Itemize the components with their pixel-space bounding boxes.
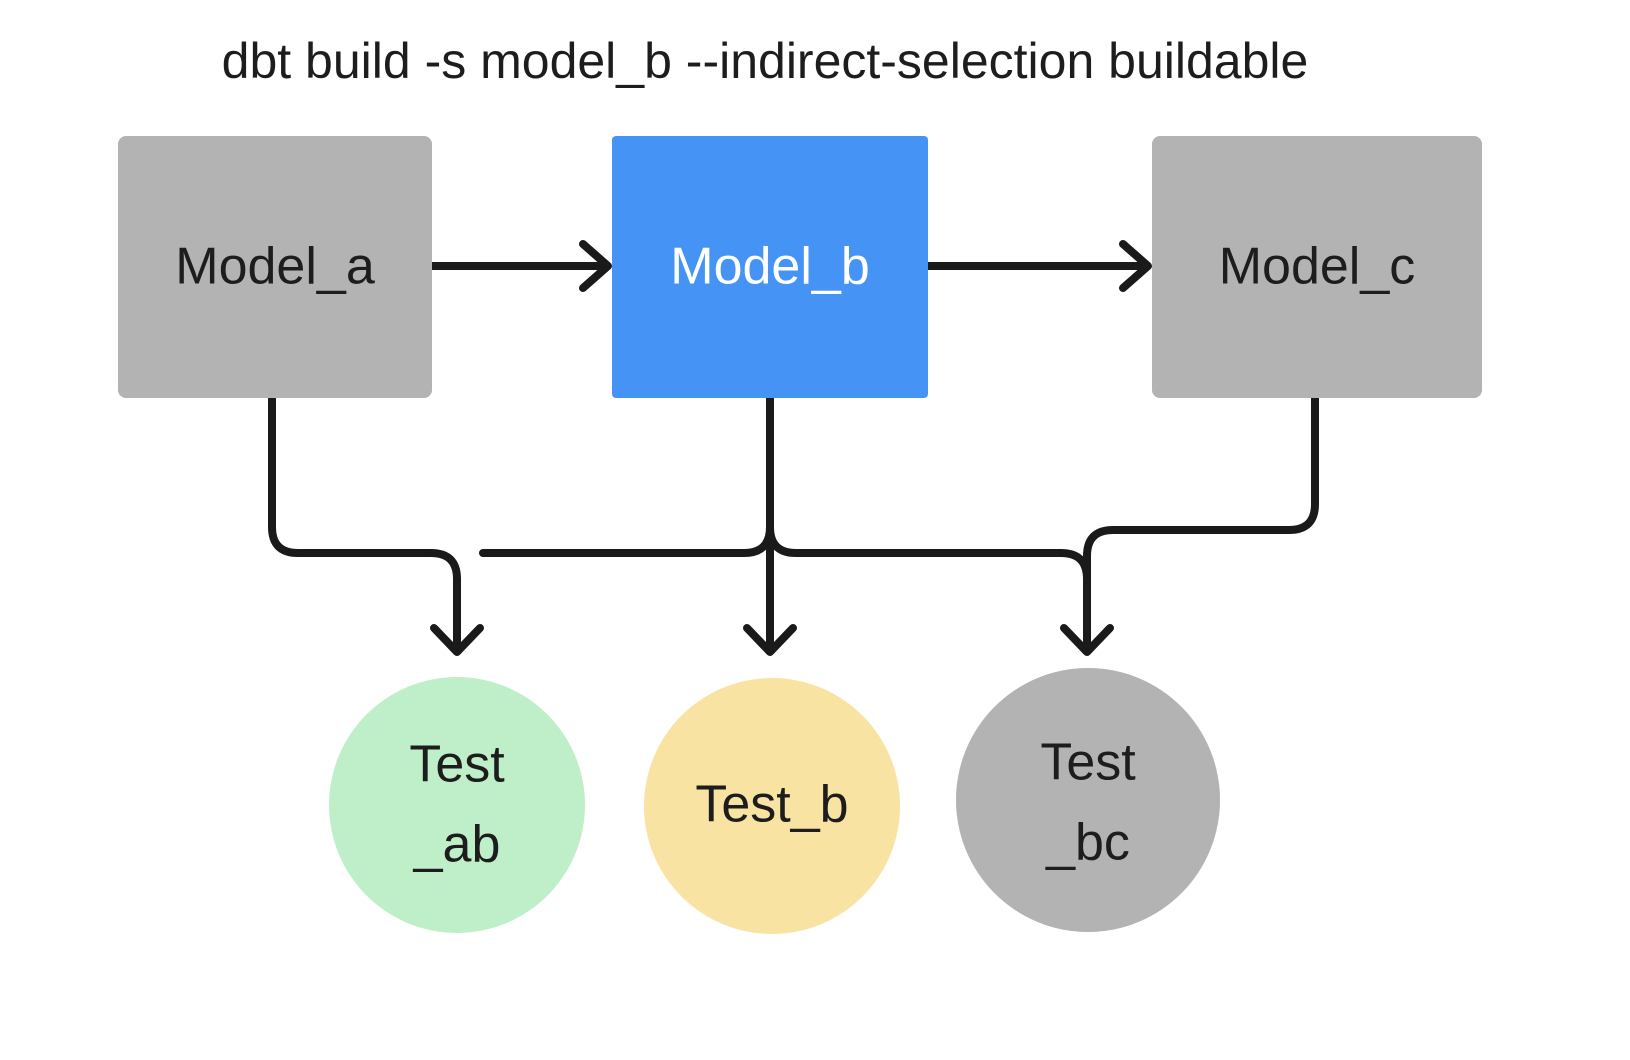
arrowhead-model-b [579,240,612,292]
node-model-c-label: Model_c [1219,238,1416,296]
edge-model-c-to-test-bc [1083,394,1319,654]
edge-group [268,240,1319,656]
node-test-bc-shape[interactable] [956,668,1220,932]
node-test-b[interactable]: Test_b [644,678,900,934]
edge-model-a-to-test-ab [268,394,461,654]
node-model-c[interactable]: Model_c [1152,136,1482,398]
arrowhead-test-b [743,624,797,656]
model-nodes: Model_a Model_b Model_c [118,136,1482,398]
node-model-a-label: Model_a [175,238,375,296]
arrowhead-model-c [1119,240,1152,292]
node-model-b-shape[interactable] [612,136,928,398]
node-test-ab-label-line1: Test [409,736,505,794]
node-test-b-shape[interactable] [644,678,900,934]
node-test-bc-label-line2: _bc [1045,814,1130,872]
node-test-ab-shape[interactable] [329,677,585,933]
node-test-b-label-line1: Test_b [695,776,848,834]
node-model-a[interactable]: Model_a [118,136,432,398]
node-model-b-label: Model_b [670,238,869,296]
edge-model-b-to-test-bc [766,523,1091,654]
arrowhead-test-ab [430,624,484,656]
node-test-ab[interactable]: Test _ab [329,677,585,933]
node-test-bc-label-line1: Test [1040,734,1136,792]
node-model-b[interactable]: Model_b [612,136,928,398]
node-model-c-shape[interactable] [1152,136,1482,398]
node-model-a-shape[interactable] [118,136,432,398]
test-nodes: Test _ab Test_b Test _bc [329,668,1220,934]
node-test-bc[interactable]: Test _bc [956,668,1220,932]
page-title: dbt build -s model_b --indirect-selectio… [222,33,1309,89]
arrowhead-test-bc [1060,624,1114,656]
node-test-ab-label-line2: _ab [413,816,501,874]
edge-model-b-to-test-ab [479,394,774,557]
